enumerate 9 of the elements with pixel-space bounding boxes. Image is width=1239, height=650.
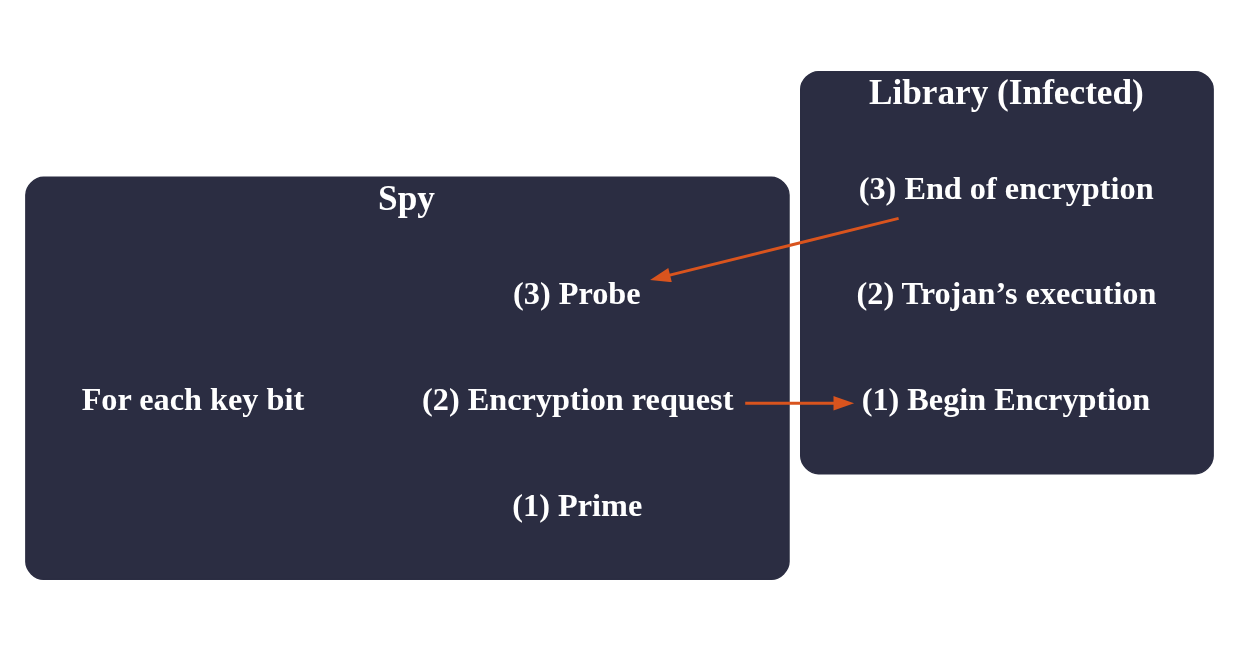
node-text: (3) Probe — [513, 274, 641, 311]
node-text: (1) Begin Encryption — [861, 380, 1151, 417]
node-text: For each key bit — [81, 380, 305, 417]
node-text: (3) End of encryption — [858, 169, 1154, 206]
node-text: (2) Encryption request — [422, 380, 734, 417]
arrow — [745, 395, 855, 410]
node-text: (1) Prime — [512, 486, 643, 523]
arrow — [650, 216, 899, 282]
node-text: (2) Trojan’s execution — [856, 274, 1157, 311]
